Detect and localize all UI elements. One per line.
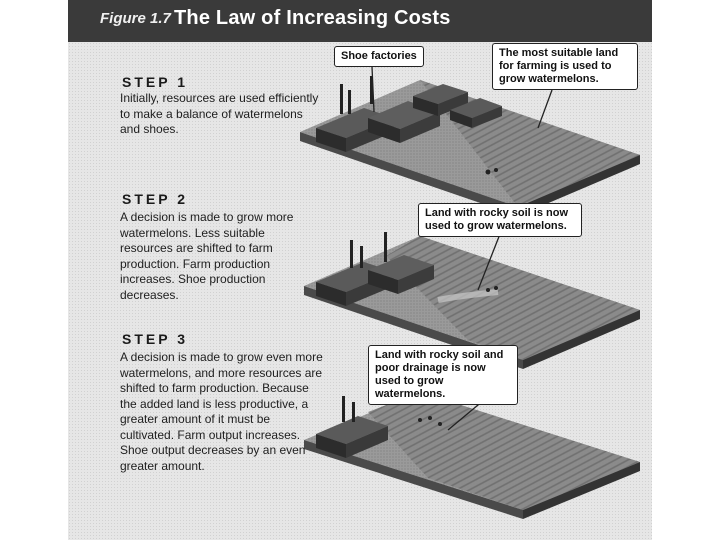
watermelon-plants [486,286,498,292]
step-1-text: Initially, resources are used efficientl… [120,91,319,136]
shoe-factories [316,232,434,306]
figure-title-bar: Figure 1.7 The Law of Increasing Costs [68,0,652,42]
step-3-label: STEP 3 [122,331,188,347]
land-side-edge [523,462,640,519]
figure-title: The Law of Increasing Costs [174,7,451,29]
shoe-factory [316,396,388,458]
scene-step-1 [300,76,640,216]
land-side-edge [523,310,640,369]
shoe-factories [316,76,502,152]
land-side-edge [518,155,640,216]
step-2-label: STEP 2 [122,191,188,207]
watermelon-plants [418,416,442,426]
scene-step-3 [304,392,640,519]
farm-rows [368,392,640,510]
watermelon-plants [485,168,498,175]
callout-rocky-soil: Land with rocky soil is now used to grow… [418,203,582,237]
land-front-edge [300,132,518,216]
land-front-edge [304,440,523,519]
callout-shoe-factories: Shoe factories [334,46,424,67]
step-3-text: A decision is made to grow even more wat… [120,350,323,473]
scenes-illustration [300,66,640,519]
rocky-patch [437,289,499,303]
step-2-text: A decision is made to grow more watermel… [120,210,294,302]
callout-rocky-drainage: Land with rocky soil and poor drainage i… [368,345,518,405]
figure-number: Figure 1.7 [100,10,171,27]
farm-rows [386,236,640,360]
step-1-label: STEP 1 [122,74,188,90]
figure-page: Figure 1.7 The Law of Increasing Costs [68,0,652,540]
callout-suitable-land: The most suitable land for farming is us… [492,43,638,90]
